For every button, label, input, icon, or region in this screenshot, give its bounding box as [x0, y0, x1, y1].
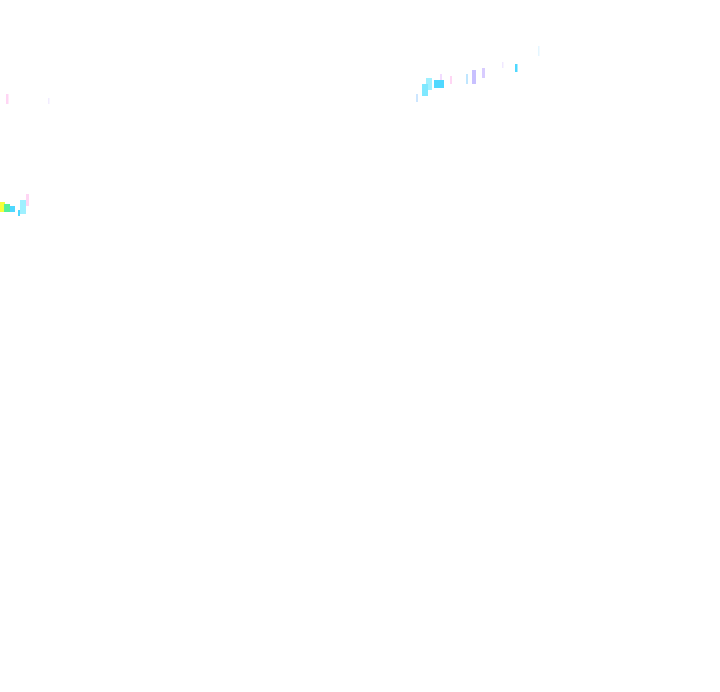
artifact-mark — [48, 98, 50, 104]
artifact-mark — [482, 68, 485, 78]
artifact-mark — [6, 94, 9, 104]
glitch-artifact-mid-left-graphic — [0, 194, 29, 216]
artifact-mark — [0, 202, 5, 212]
glitch-artifact-top-left-graphic — [6, 94, 50, 104]
artifact-mark — [18, 210, 20, 216]
artifact-mark — [466, 74, 468, 84]
artifact-mark — [538, 46, 540, 56]
artifact-mark — [10, 206, 15, 212]
artifact-mark — [434, 80, 444, 88]
artifact-mark — [440, 74, 442, 82]
artifact-mark — [472, 70, 476, 84]
artifact-mark — [450, 76, 452, 84]
glitch-artifact-top-left — [0, 88, 60, 108]
glitch-artifact-top-right — [410, 40, 550, 104]
artifact-mark — [515, 64, 518, 72]
glitch-artifact-top-right-graphic — [416, 46, 540, 102]
artifact-mark — [416, 94, 418, 102]
artifact-mark — [426, 78, 432, 90]
artifact-mark — [502, 62, 504, 68]
glitch-artifact-mid-left — [0, 190, 40, 220]
artifact-mark — [26, 194, 29, 206]
artifact-mark — [422, 84, 428, 96]
artifact-mark — [20, 200, 26, 214]
artifact-mark — [4, 204, 10, 212]
